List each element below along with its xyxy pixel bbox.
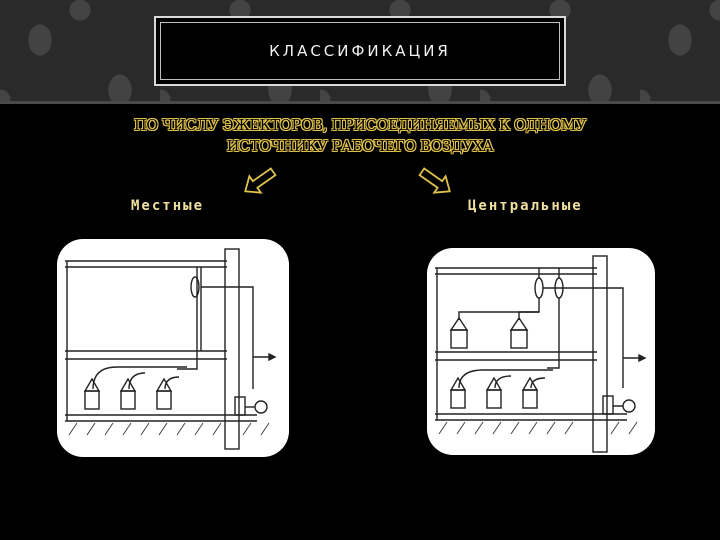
arrow-down-right-icon: [418, 167, 451, 194]
diagram-local-ejectors: [57, 239, 289, 457]
label-central: Центральные: [468, 198, 583, 214]
label-local: Местные: [131, 198, 205, 214]
subtitle-line-1: ПО ЧИСЛУ ЭЖЕКТОРОВ, ПРИСОЕДИНЯЕМЫХ К ОДН…: [133, 118, 587, 134]
diagram-central-ejectors: [427, 248, 655, 455]
slide-subtitle: ПО ЧИСЛУ ЭЖЕКТОРОВ, ПРИСОЕДИНЯЕМЫХ К ОДН…: [60, 116, 660, 158]
title-box: КЛАССИФИКАЦИЯ: [154, 16, 566, 86]
diagram-local-drawing: [65, 248, 277, 450]
arrow-down-left-icon: [244, 167, 277, 194]
subtitle-line-2: ИСТОЧНИКУ РАБОЧЕГО ВОЗДУХА: [226, 139, 494, 155]
slide-title: КЛАССИФИКАЦИЯ: [269, 42, 451, 60]
title-box-inner: КЛАССИФИКАЦИЯ: [160, 22, 560, 80]
diagram-central-drawing: [435, 255, 647, 453]
